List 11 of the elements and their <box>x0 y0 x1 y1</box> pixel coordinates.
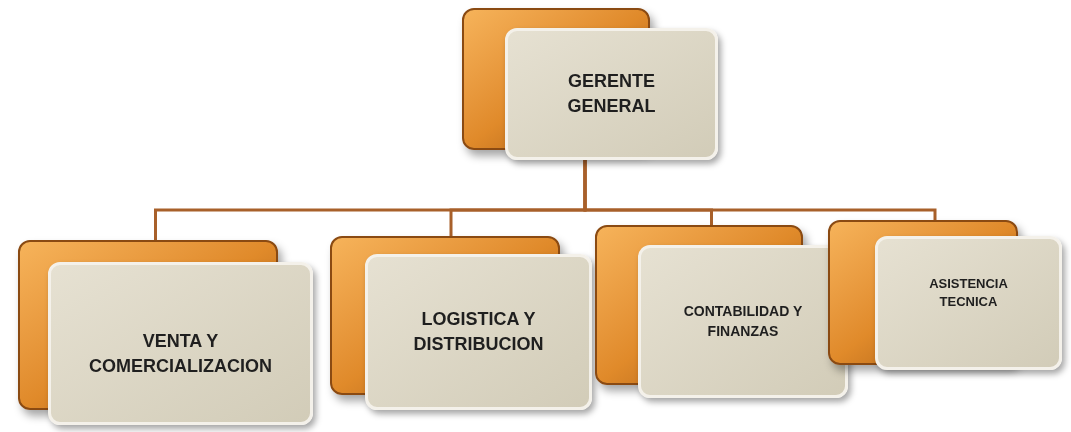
role-title: VENTA Y COMERCIALIZACION <box>88 329 273 378</box>
role-title: ASISTENCIA TECNICA <box>928 275 1009 311</box>
role-title: CONTABILIDAD Y FINANZAS <box>682 302 804 341</box>
role-title: GERENTE GENERAL <box>566 70 657 118</box>
connector-line <box>583 160 937 220</box>
org-card <box>330 236 592 410</box>
org-card <box>595 225 848 398</box>
org-card <box>462 8 718 160</box>
org-card <box>828 220 1062 370</box>
org-card <box>18 240 313 425</box>
role-title: LOGISTICA Y DISTRIBUCION <box>412 308 545 356</box>
